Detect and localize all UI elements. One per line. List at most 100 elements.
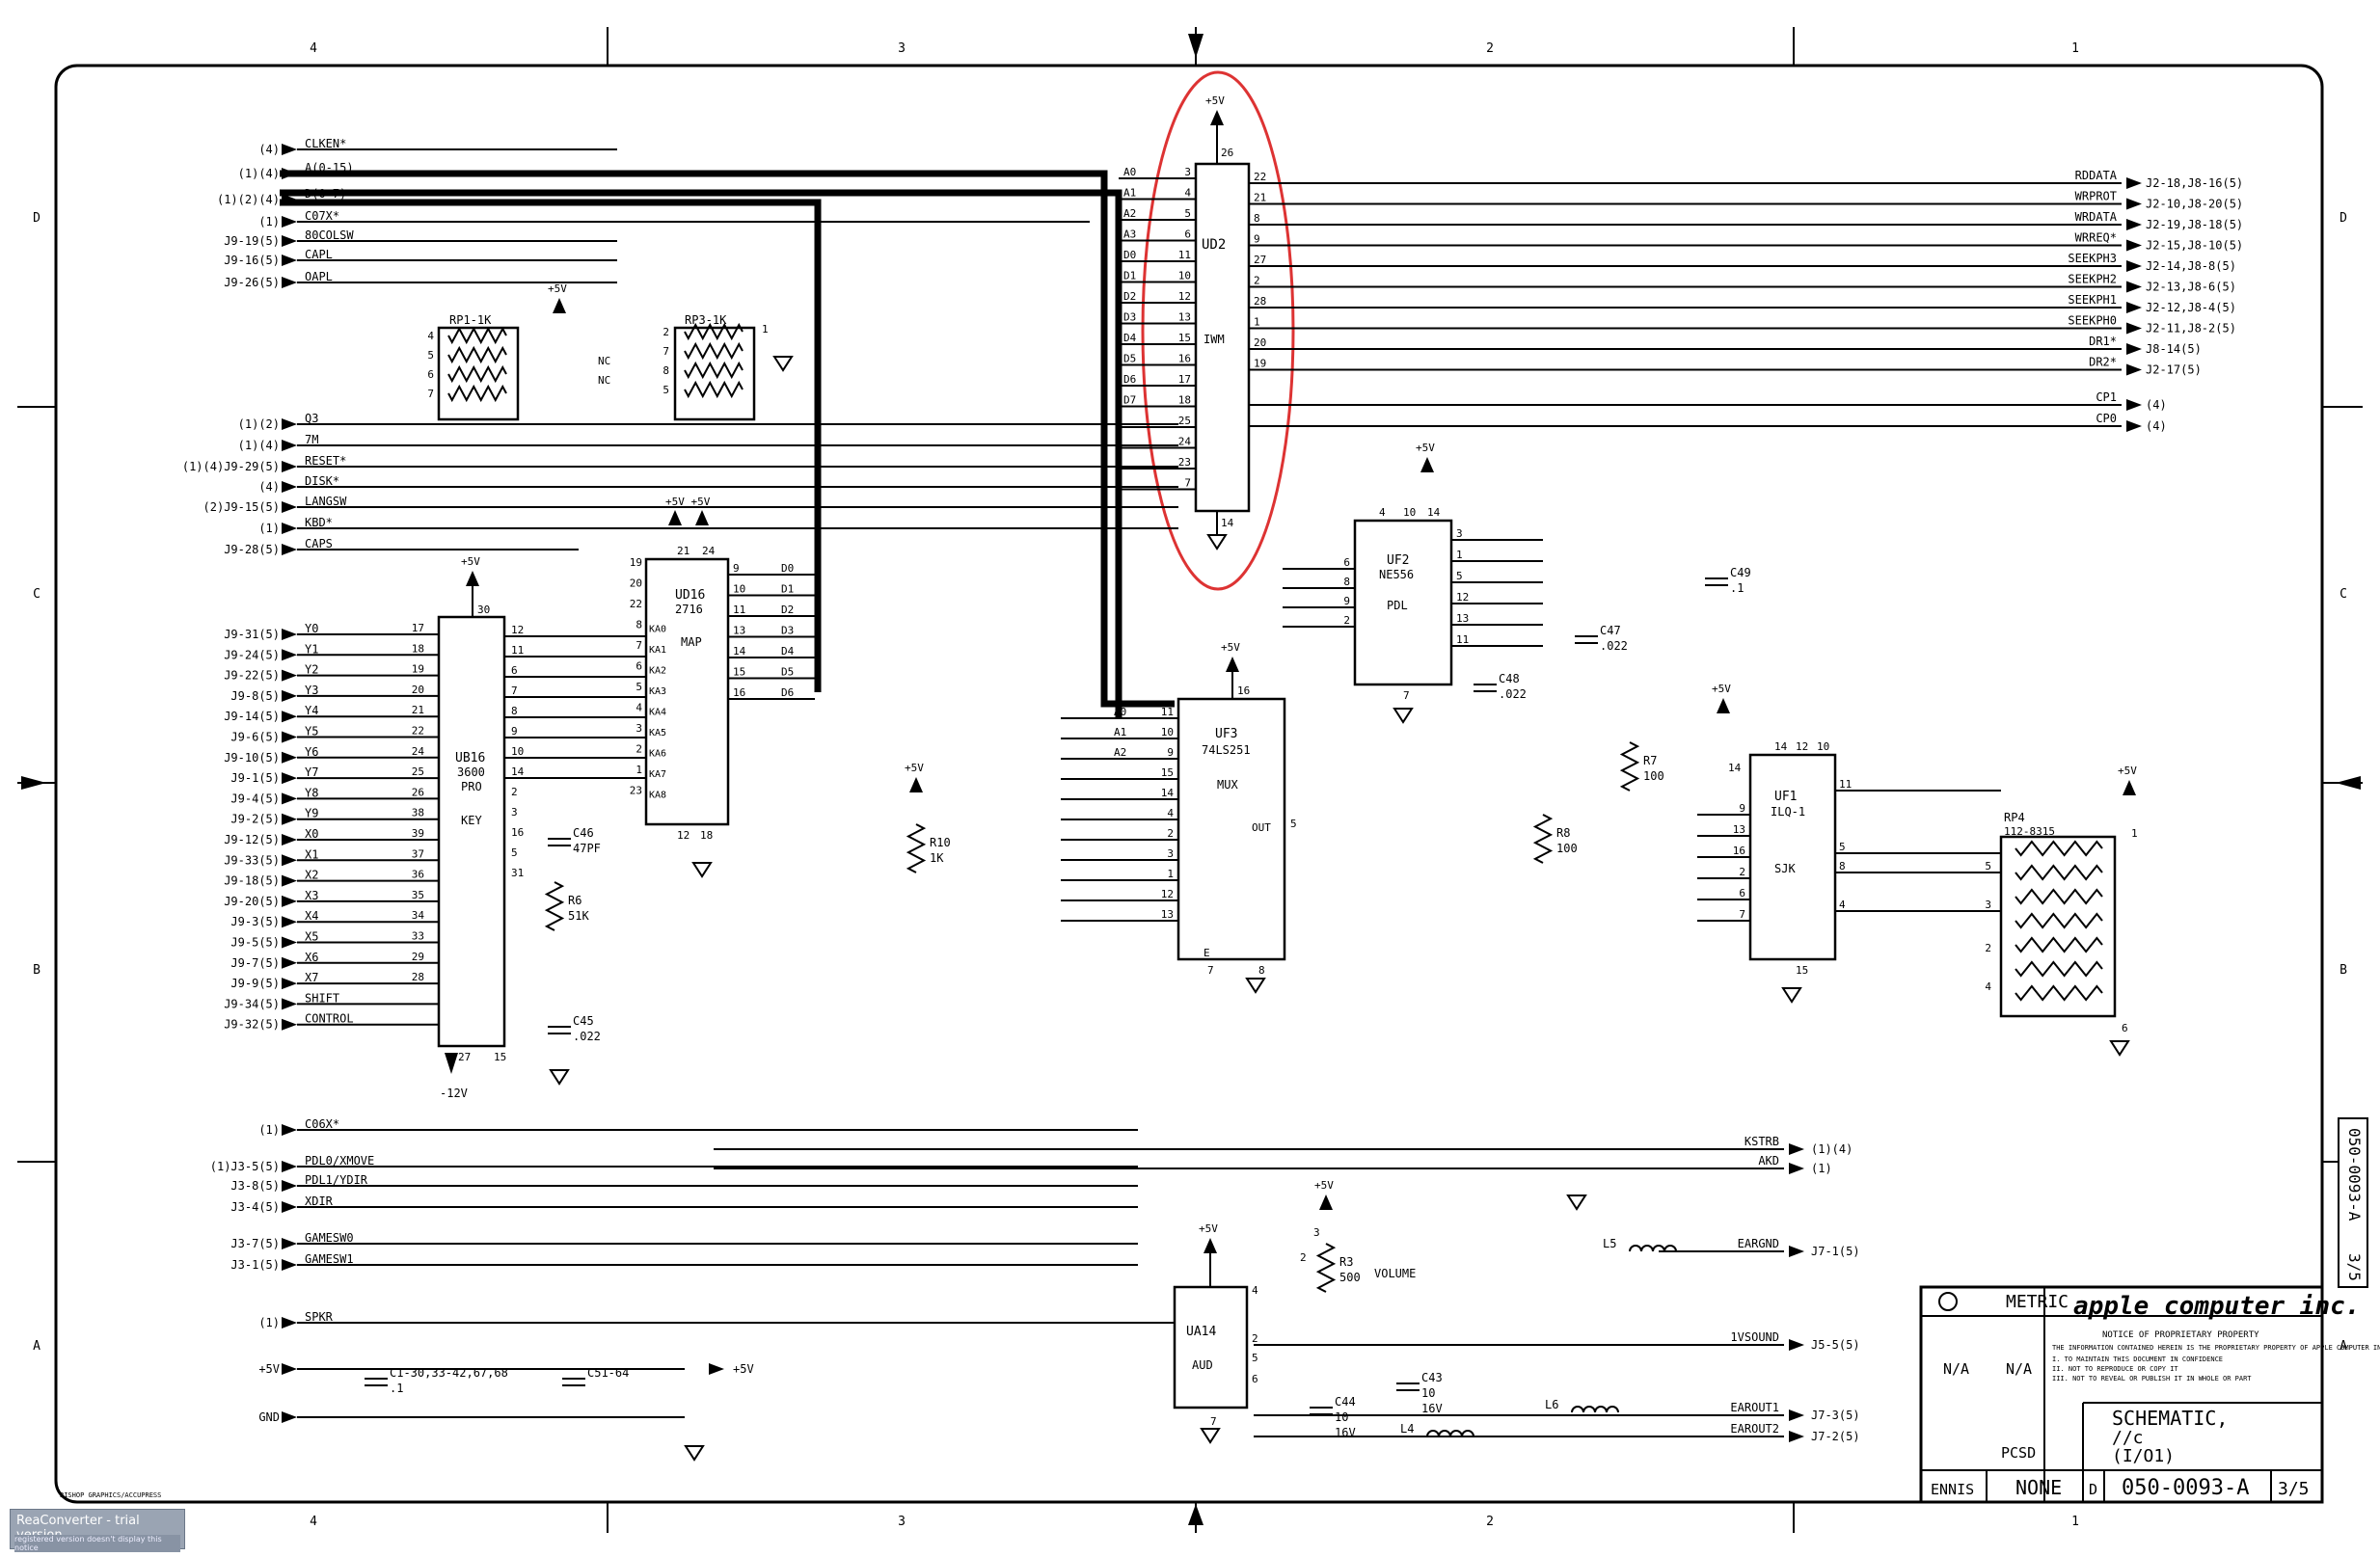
pin-number: 6 xyxy=(1252,1373,1258,1385)
rp1[interactable]: RP1-1K xyxy=(437,313,520,421)
pin-signal: A0 xyxy=(1123,166,1136,178)
signal-source: (1) xyxy=(258,215,280,228)
ic-ub16[interactable]: UB16 3600 PRO KEY xyxy=(437,615,506,1048)
pin-signal: KA6 xyxy=(649,749,666,760)
pin-number: 11 xyxy=(511,644,524,657)
pin-number: 23 xyxy=(1178,456,1191,469)
rp3-ref: RP3-1K xyxy=(685,313,727,327)
signal-arrow xyxy=(282,194,297,205)
signal-arrow xyxy=(282,440,297,451)
pin-number: 12 xyxy=(1178,290,1191,303)
signal-arrow xyxy=(282,936,297,949)
zone-row-label: C xyxy=(2339,587,2347,602)
ic-uf3[interactable]: UF3 74LS251 MUX OUT xyxy=(1176,697,1286,961)
pin-number: 4 xyxy=(1839,899,1846,911)
pin-number: 16 xyxy=(1733,845,1745,857)
uf1-part: ILQ-1 xyxy=(1771,805,1805,819)
signal-arrow xyxy=(282,854,297,867)
capacitor-value: 10 xyxy=(1421,1386,1435,1400)
pin-signal: D7 xyxy=(1123,394,1136,407)
ic-uf1[interactable]: UF1 ILQ-1 SJK xyxy=(1748,753,1837,961)
signal-arrow xyxy=(282,956,297,969)
ground-symbol xyxy=(1781,987,1802,1004)
pin-number: 6 xyxy=(2122,1022,2128,1034)
uf2-part: NE556 xyxy=(1379,568,1414,581)
pin-number: 24 xyxy=(412,745,425,758)
pin-number: 3 xyxy=(1985,899,1991,911)
ic-ua14[interactable]: UA14 AUD xyxy=(1173,1285,1249,1409)
scale-value: NONE xyxy=(2015,1476,2062,1499)
pin-number: 2 xyxy=(1343,614,1350,627)
signal-source: J9-33(5) xyxy=(224,853,280,867)
resistor-value: 100 xyxy=(1556,842,1578,855)
uf3-ref: UF3 xyxy=(1215,727,1237,741)
ic-ud2[interactable]: UD2 IWM xyxy=(1141,70,1295,591)
capacitor-value: .1 xyxy=(1730,581,1744,595)
left-signal-labels: (4)CLKEN*(1)(4)A(0-15)(1)(2)(4)D(0-7)(1)… xyxy=(182,137,754,1424)
pin-signal: D5 xyxy=(781,666,794,679)
pin-number: 11 xyxy=(1839,778,1852,791)
footer-mark: BISHOP GRAPHICS/ACCUPRESS xyxy=(60,1491,161,1499)
pin-number: 36 xyxy=(412,869,424,881)
pin-number: 20 xyxy=(1254,336,1266,349)
pin-number: 16 xyxy=(1178,353,1191,365)
ub16-supply xyxy=(466,571,479,586)
pin-number: 5 xyxy=(427,349,434,362)
signal-dest: J2-11,J8-2(5) xyxy=(2146,322,2236,336)
ud16-name: MAP xyxy=(681,635,702,649)
signal-name: SPKR xyxy=(305,1310,334,1324)
capacitor-value: .1 xyxy=(390,1382,403,1395)
pin-number: 11 xyxy=(1178,249,1191,261)
pin-number: 33 xyxy=(412,930,424,943)
ic-ud16[interactable]: UD16 2716 MAP xyxy=(644,557,730,826)
pin-number: 13 xyxy=(1161,908,1174,921)
r10-supply-label: +5V xyxy=(905,762,924,774)
pin-number: 6 xyxy=(427,368,434,381)
pin-number: 6 xyxy=(636,660,642,673)
pin-number: 14 xyxy=(733,645,746,658)
r10-supply xyxy=(909,777,923,792)
signal-dest: J2-13,J8-6(5) xyxy=(2146,281,2236,294)
ground-symbol xyxy=(1393,708,1414,724)
pin-number: 5 xyxy=(1839,841,1846,853)
pin-number: 4 xyxy=(1252,1284,1258,1297)
signal-source: J9-1(5) xyxy=(230,771,280,785)
signal-dest: (4) xyxy=(2146,419,2167,433)
pin-number: 13 xyxy=(733,625,745,637)
resistor-symbol xyxy=(544,881,565,931)
capacitor-ref: C49 xyxy=(1730,566,1751,579)
pin-number: 1 xyxy=(1456,549,1463,561)
zone-col-label: 4 xyxy=(310,41,317,56)
pin-number: 15 xyxy=(1796,964,1808,977)
pin-number: 7 xyxy=(511,685,518,697)
uf1-name: SJK xyxy=(1774,862,1796,875)
signal-name: SEEKPH1 xyxy=(2068,293,2117,307)
resistor-symbol xyxy=(447,326,507,345)
dept-value: PCSD xyxy=(2001,1444,2036,1462)
pin-number: 8 xyxy=(1839,860,1846,872)
capacitor-ref: C44 xyxy=(1335,1395,1356,1409)
signal-name: A(0-15) xyxy=(305,161,354,174)
pin-number: 2 xyxy=(1985,942,1991,954)
capacitor-value: 10 xyxy=(1335,1410,1348,1424)
pin-number: 2 xyxy=(663,326,669,338)
pin-number: 38 xyxy=(412,807,424,819)
pin-number: 3 xyxy=(1184,166,1191,178)
pin-number: 22 xyxy=(412,725,424,738)
signal-source: J9-6(5) xyxy=(230,731,280,744)
signal-name: 7M xyxy=(305,433,318,446)
signal-dest: J2-10,J8-20(5) xyxy=(2146,198,2243,211)
title-block: METRIC apple computer inc. NOTICE OF PRO… xyxy=(1919,1117,2380,1504)
pin-number: 8 xyxy=(663,364,669,377)
ic-uf2[interactable]: UF2 NE556 PDL xyxy=(1353,519,1453,686)
pin-number: 27 xyxy=(458,1051,471,1063)
signal-source: (1) xyxy=(258,1123,280,1137)
signal-dest: J2-15,J8-10(5) xyxy=(2146,239,2243,253)
signal-name: RDDATA xyxy=(2075,169,2118,182)
pin-number: 10 xyxy=(1403,506,1416,519)
signal-arrow xyxy=(282,772,297,785)
pin-number: 5 xyxy=(1985,860,1991,872)
resistor-value: 1K xyxy=(930,851,944,865)
pin-number: 19 xyxy=(1254,358,1266,370)
